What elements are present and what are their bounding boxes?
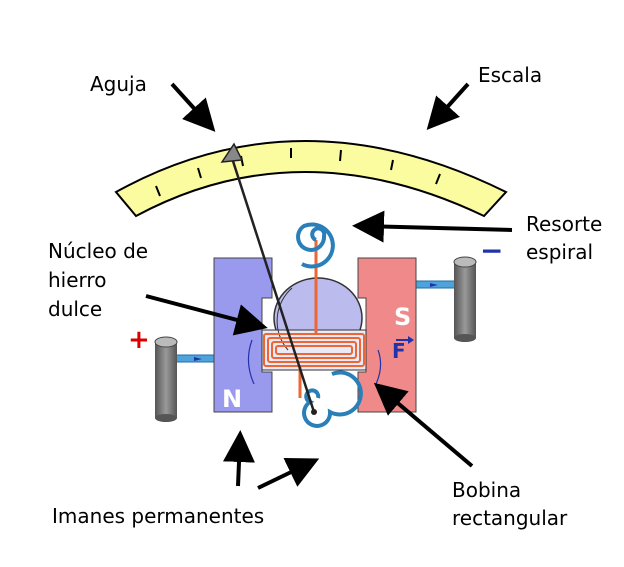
- negative-sign: −: [480, 234, 503, 267]
- left-terminal-post: [154, 336, 178, 422]
- field-arrows: [247, 339, 382, 385]
- needle-label: Aguja: [90, 72, 147, 96]
- current-arrows: [194, 283, 438, 361]
- scale-arc: [114, 140, 508, 218]
- core-label-line1: Núcleo de: [48, 239, 148, 263]
- scale-label: Escala: [478, 63, 542, 87]
- positive-sign: +: [128, 325, 150, 355]
- core-label-line3: dulce: [48, 297, 102, 321]
- label-pointers: [145, 82, 513, 490]
- needle: [220, 142, 317, 415]
- core-label-line2: hierro: [48, 268, 106, 292]
- right-terminal-post: [453, 256, 477, 342]
- south-pole-label: S: [394, 303, 411, 331]
- south-magnet: [357, 257, 417, 413]
- magnets-label: Imanes permanentes: [52, 504, 264, 528]
- lower-spiral-spring: [302, 370, 363, 428]
- spring-label-line2: espiral: [526, 240, 593, 264]
- coil-label-line2: rectangular: [452, 506, 568, 530]
- rectangular-coil: [263, 240, 365, 398]
- spring-label-line1: Resorte: [526, 212, 602, 236]
- upper-spiral-spring: [296, 222, 335, 269]
- soft-iron-core: [261, 277, 367, 371]
- force-label: F: [392, 339, 406, 363]
- north-pole-label: N: [222, 385, 242, 413]
- coil-label-line1: Bobina: [452, 478, 521, 502]
- force-arrow-icon: [396, 336, 414, 344]
